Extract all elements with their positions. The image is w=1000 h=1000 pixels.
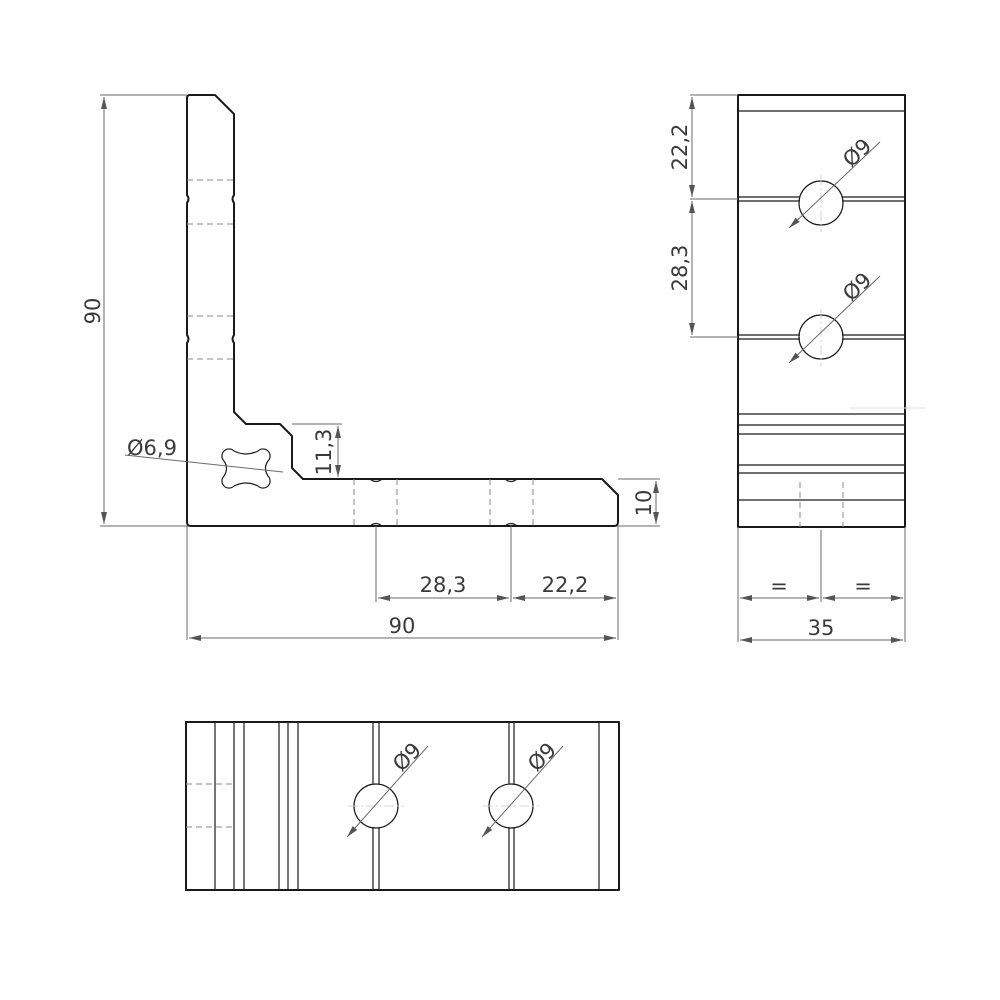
dim-base-thickness: 10	[632, 490, 656, 517]
dim-side-half-left: =	[770, 574, 788, 598]
bottom-view: Ø9 Ø9	[185, 721, 620, 891]
dim-bottom-hole-1-diameter: Ø9	[388, 738, 426, 776]
bottom-view-outline	[185, 721, 620, 891]
dim-side-half-right: =	[854, 574, 872, 598]
dim-hole-spacing: 28,3	[420, 573, 467, 597]
dim-side-top-to-hole: 22,2	[668, 124, 692, 171]
dim-front-width: 90	[389, 614, 416, 638]
dim-inner-step: 11,3	[312, 429, 336, 476]
side-view-outline	[737, 94, 906, 528]
dim-side-hole-2-diameter: Ø9	[838, 268, 876, 306]
dim-edge-to-hole: 22,2	[542, 573, 589, 597]
dim-side-hole-spacing: 28,3	[668, 245, 692, 292]
dim-front-height: 90	[81, 298, 105, 325]
dim-bottom-hole-2-diameter: Ø9	[523, 738, 561, 776]
side-view: Ø9 Ø9 22,2 28,3 = = 35	[668, 94, 925, 643]
front-view-outline	[186, 94, 619, 527]
front-view: 90 Ø6,9 11,3 10 28,3 22,2 90	[81, 94, 660, 641]
dim-core-hole-diameter: Ø6,9	[127, 436, 177, 460]
dim-side-width: 35	[808, 616, 835, 640]
core-hole	[221, 448, 271, 489]
dim-side-hole-1-diameter: Ø9	[838, 134, 876, 172]
